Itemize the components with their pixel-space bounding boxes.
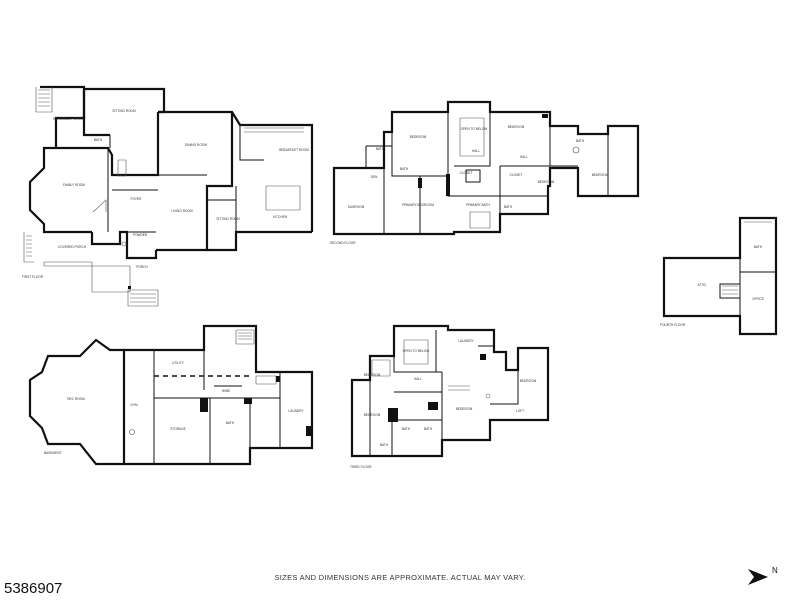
second-floor-plan: BEDROOM OPEN TO BELOW BEDROOM BATH BATH … <box>330 100 640 245</box>
svg-text:UTILITY: UTILITY <box>172 361 185 365</box>
svg-text:KITCHEN: KITCHEN <box>273 215 288 219</box>
basement-label: BASEMENT <box>44 451 62 455</box>
svg-text:HALL: HALL <box>520 155 528 159</box>
svg-text:STORAGE: STORAGE <box>170 427 186 431</box>
third-floor-room-labels: BEDROOM OPEN TO BELOW LAUNDRY BEDROOM HA… <box>364 339 537 447</box>
third-floor-plan: BEDROOM OPEN TO BELOW LAUNDRY BEDROOM HA… <box>350 324 550 469</box>
svg-text:COVERED PORCH: COVERED PORCH <box>58 245 87 249</box>
fourth-floor-walls <box>662 216 778 336</box>
fourth-floor-plan: ATTIC OFFICE BATH FOURTH FLOOR <box>660 216 778 336</box>
svg-text:LAUNDRY: LAUNDRY <box>458 339 474 343</box>
svg-text:PRIMARY BATH: PRIMARY BATH <box>466 203 490 207</box>
basement-plan: REC ROOM GYM STORAGE UTILITY WINE BATH L… <box>28 324 314 466</box>
svg-text:GYM: GYM <box>130 403 138 407</box>
svg-text:BEDROOM: BEDROOM <box>538 180 555 184</box>
svg-text:DEN: DEN <box>371 175 378 179</box>
basement-walls <box>28 324 314 466</box>
svg-text:SITTING ROOM: SITTING ROOM <box>216 217 240 221</box>
first-floor-plan: SCREENED PORCH SITTING ROOM BATH FAMILY … <box>22 85 314 307</box>
fourth-floor-label: FOURTH FLOOR <box>660 323 686 327</box>
svg-text:FOYER: FOYER <box>131 197 143 201</box>
svg-text:BATH: BATH <box>402 427 411 431</box>
first-floor-label: FIRST FLOOR <box>22 275 44 279</box>
svg-text:BATH: BATH <box>94 138 103 142</box>
second-floor-label: SECOND FLOOR <box>330 241 356 245</box>
svg-text:BATH: BATH <box>424 427 433 431</box>
svg-text:LAUNDRY: LAUNDRY <box>288 409 304 413</box>
svg-text:LIVING ROOM: LIVING ROOM <box>171 209 193 213</box>
svg-text:BEDROOM: BEDROOM <box>364 373 381 377</box>
svg-text:CLOSET: CLOSET <box>510 173 523 177</box>
svg-text:BEDROOM: BEDROOM <box>520 379 537 383</box>
svg-text:LOFT: LOFT <box>516 409 524 413</box>
svg-text:BATH: BATH <box>226 421 235 425</box>
third-floor-label: THIRD FLOOR <box>350 465 372 469</box>
svg-text:BATH: BATH <box>376 147 385 151</box>
first-floor-walls <box>23 85 314 307</box>
north-arrow-icon: N <box>748 566 778 585</box>
second-floor-room-labels: BEDROOM OPEN TO BELOW BEDROOM BATH BATH … <box>348 125 609 209</box>
svg-text:DINING ROOM: DINING ROOM <box>185 143 207 147</box>
svg-text:OPEN TO BELOW: OPEN TO BELOW <box>461 127 488 131</box>
svg-text:PRIMARY BEDROOM: PRIMARY BEDROOM <box>402 203 434 207</box>
first-floor-room-labels: SCREENED PORCH SITTING ROOM BATH FAMILY … <box>53 109 309 269</box>
svg-text:OPEN TO BELOW: OPEN TO BELOW <box>403 349 430 353</box>
svg-text:FAMILY ROOM: FAMILY ROOM <box>63 183 85 187</box>
svg-text:BEDROOM: BEDROOM <box>508 125 525 129</box>
svg-text:BATH: BATH <box>576 139 585 143</box>
svg-text:CLOSET: CLOSET <box>460 171 473 175</box>
svg-text:PORCH: PORCH <box>136 265 148 269</box>
disclaimer-text: SIZES AND DIMENSIONS ARE APPROXIMATE. AC… <box>274 573 526 582</box>
svg-text:SITTING ROOM: SITTING ROOM <box>112 109 136 113</box>
svg-text:HALL: HALL <box>414 377 422 381</box>
svg-text:HALL: HALL <box>472 149 480 153</box>
svg-text:BATH: BATH <box>754 245 763 249</box>
fourth-floor-room-labels: ATTIC OFFICE BATH <box>698 245 764 301</box>
svg-text:BATH: BATH <box>400 167 409 171</box>
svg-text:BEDROOM: BEDROOM <box>456 407 473 411</box>
basement-room-labels: REC ROOM GYM STORAGE UTILITY WINE BATH L… <box>67 361 304 431</box>
svg-text:BATH: BATH <box>380 443 389 447</box>
svg-text:REC ROOM: REC ROOM <box>67 397 85 401</box>
svg-text:BEDROOM: BEDROOM <box>364 413 381 417</box>
svg-text:SUNROOM: SUNROOM <box>348 205 365 209</box>
svg-text:OFFICE: OFFICE <box>752 297 764 301</box>
second-floor-walls <box>332 100 640 236</box>
svg-text:BREAKFAST ROOM: BREAKFAST ROOM <box>279 148 309 152</box>
listing-id: 5386907 <box>4 580 63 597</box>
svg-text:BEDROOM: BEDROOM <box>592 173 609 177</box>
north-label: N <box>772 566 778 575</box>
third-floor-walls <box>350 324 550 458</box>
svg-text:SCREENED PORCH: SCREENED PORCH <box>53 117 84 121</box>
svg-text:BEDROOM: BEDROOM <box>410 135 427 139</box>
svg-text:WINE: WINE <box>222 389 230 393</box>
svg-text:BATH: BATH <box>504 205 513 209</box>
svg-text:POWDER: POWDER <box>133 233 148 237</box>
svg-text:ATTIC: ATTIC <box>698 283 708 287</box>
